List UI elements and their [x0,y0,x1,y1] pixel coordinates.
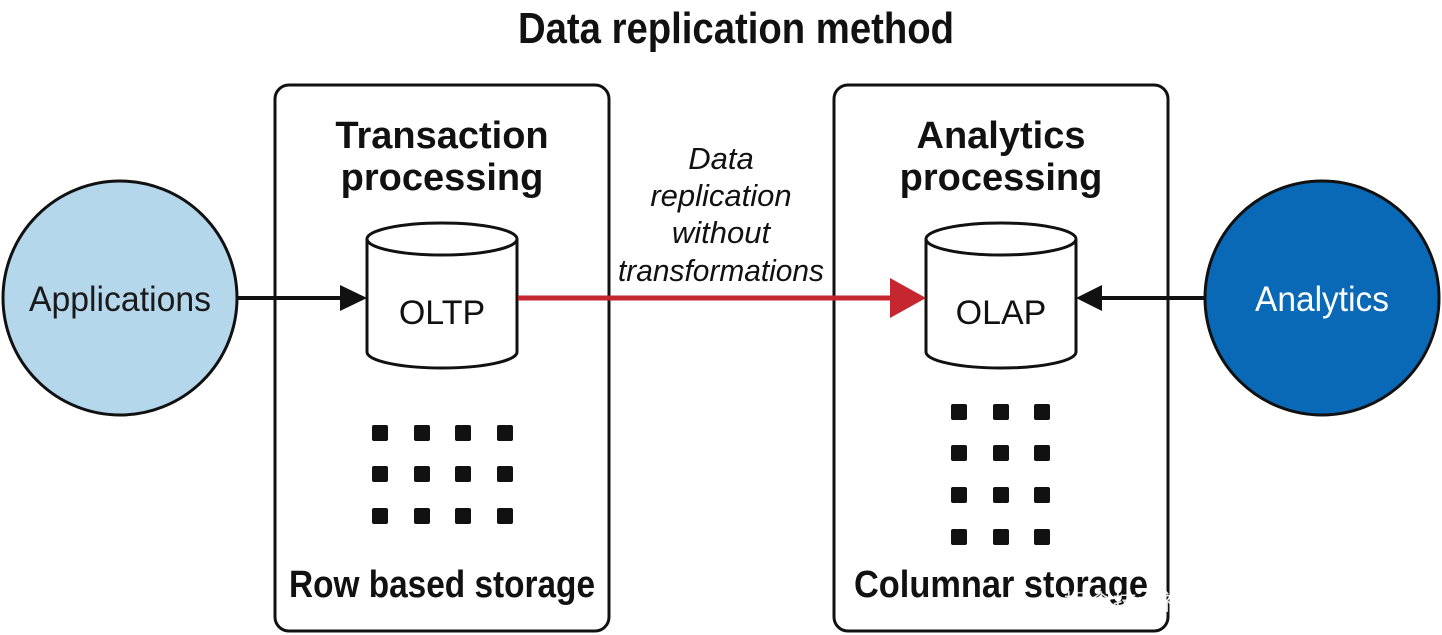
analytics-to-olap-arrow [1076,285,1204,311]
replication-arrowhead-icon [890,278,926,318]
analytics-processing-box: Analytics processing OLAP Columnar stora… [832,83,1170,633]
row-storage-cell [372,508,388,524]
watermark: 掘金技术社区 @ 数据智能老司机 [1064,591,1420,616]
columnar-storage-cell [1034,487,1050,503]
row-storage-cell [455,466,471,482]
columnar-storage-cell [951,529,967,545]
columnar-storage-label: Columnar storage [854,564,1148,606]
row-storage-cell [455,508,471,524]
row-storage-cell [497,508,513,524]
arrowhead-icon [340,285,367,311]
olap-database-icon [924,221,1078,370]
applications-label: Applications [29,280,211,319]
applications-node: Applications [1,179,239,417]
row-storage-cell [414,508,430,524]
row-storage-cell [372,466,388,482]
columnar-storage-cell [993,404,1009,420]
row-storage-cell [497,425,513,441]
transaction-processing-box: Transaction processing OLTP Row based st… [273,83,611,633]
row-storage-cell [455,425,471,441]
analytics-title-line-2: processing [900,157,1103,199]
row-storage-cell [414,425,430,441]
analytics-circle [1203,179,1441,417]
columnar-storage-cell [993,445,1009,461]
columnar-storage-cell [1034,404,1050,420]
analytics-title-line-1: Analytics [917,115,1086,157]
replication-arrow [518,278,926,318]
replication-label-line-1: Data [688,141,753,176]
row-storage-grid-icon [372,425,513,524]
arrowhead-left-icon [1076,285,1102,311]
row-storage-cell [372,425,388,441]
row-storage-label: Row based storage [289,564,595,606]
diagram-title: Data replication method [518,4,954,53]
analytics-node: Analytics [1203,179,1441,417]
applications-to-oltp-arrow [238,285,367,311]
columnar-storage-cell [1034,529,1050,545]
columnar-storage-grid-icon [951,404,1050,545]
applications-circle [1,179,239,417]
columnar-storage-cell [993,529,1009,545]
columnar-storage-cell [1034,445,1050,461]
replication-label-line-2: replication [650,178,791,213]
oltp-label: OLTP [399,294,485,332]
row-storage-cell [497,466,513,482]
columnar-storage-cell [993,487,1009,503]
columnar-storage-cell [951,487,967,503]
transaction-title-line-1: Transaction [335,115,548,157]
olap-label: OLAP [956,294,1047,332]
transaction-title-line-2: processing [341,157,544,199]
columnar-storage-cell [951,445,967,461]
replication-label-line-3: without [672,215,772,250]
analytics-label: Analytics [1255,280,1389,319]
columnar-storage-cell [951,404,967,420]
replication-label-line-4: transformations [618,253,824,288]
row-storage-cell [414,466,430,482]
oltp-database-icon [365,221,519,370]
